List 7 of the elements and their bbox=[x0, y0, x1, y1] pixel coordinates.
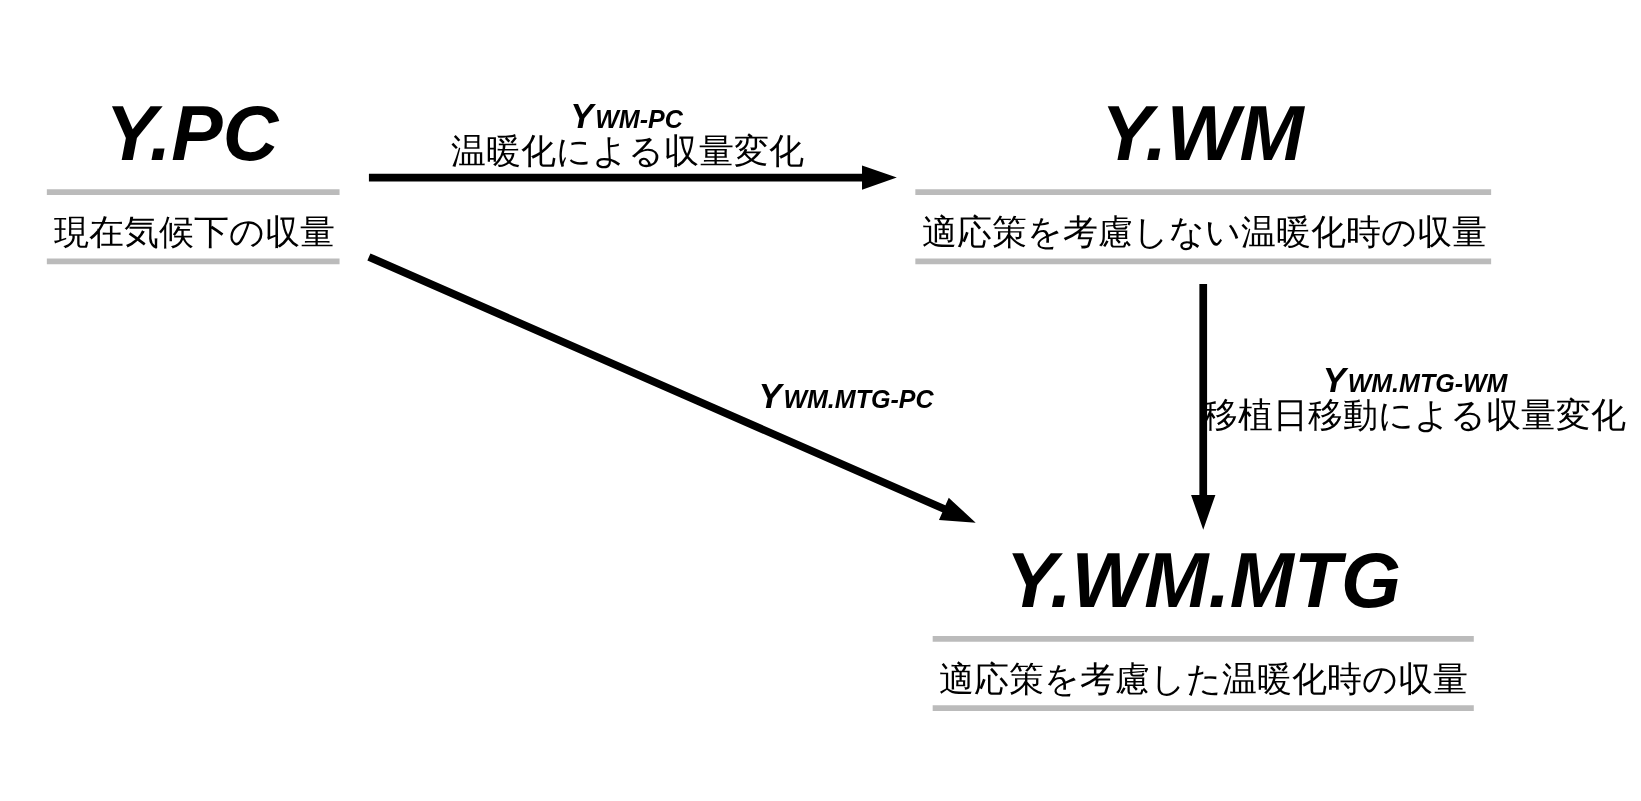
node-text: Y.WM.MTG 適応策を考慮した温暖化時の収量 bbox=[939, 536, 1469, 698]
node-text: Y.PC 現在気候下の収量 bbox=[53, 89, 335, 251]
edge-label: YWM.MTG-PC bbox=[758, 376, 934, 415]
arrow bbox=[367, 252, 976, 523]
arrow bbox=[368, 164, 897, 190]
edge-label: YWM-PC 温暖化による収量変化 bbox=[450, 96, 804, 170]
node-text: Y.WM 適応策を考慮しない温暖化時の収量 bbox=[922, 89, 1488, 251]
